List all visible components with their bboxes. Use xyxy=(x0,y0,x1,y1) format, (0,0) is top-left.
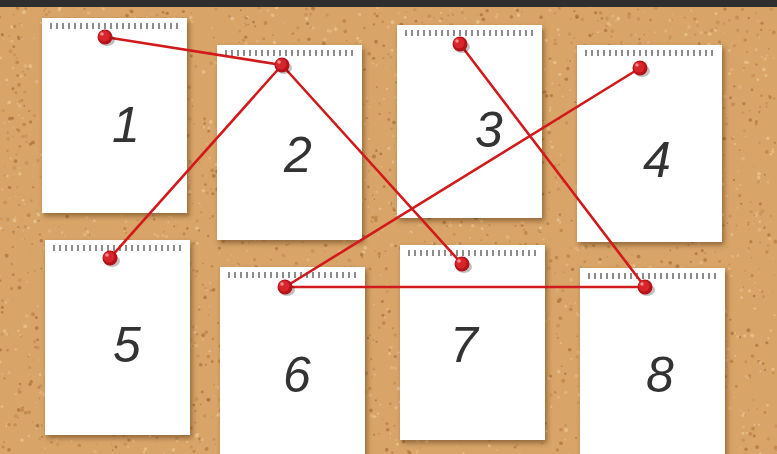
top-bar xyxy=(0,0,777,7)
note-number: 1 xyxy=(112,100,140,150)
push-pin xyxy=(275,58,293,75)
note-number: 6 xyxy=(283,350,311,400)
note-card: 5 xyxy=(45,240,190,435)
red-string xyxy=(460,44,645,287)
push-pin xyxy=(633,61,651,78)
push-pin xyxy=(638,280,656,297)
note-card: 7 xyxy=(400,245,545,440)
red-string xyxy=(285,68,640,287)
note-card: 6 xyxy=(220,267,365,454)
note-number: 2 xyxy=(284,130,312,180)
note-card: 2 xyxy=(217,45,362,240)
red-string xyxy=(282,65,462,264)
push-pin xyxy=(453,37,471,54)
push-pin xyxy=(455,257,473,274)
note-card: 3 xyxy=(397,25,542,218)
red-string xyxy=(105,37,282,65)
push-pin xyxy=(278,280,296,297)
note-number: 3 xyxy=(475,105,503,155)
note-card: 1 xyxy=(42,18,187,213)
red-string xyxy=(285,286,645,289)
red-string xyxy=(110,65,282,258)
note-number: 4 xyxy=(643,135,671,185)
note-card: 8 xyxy=(580,268,725,454)
note-number: 8 xyxy=(646,350,674,400)
note-number: 5 xyxy=(113,320,141,370)
push-pin xyxy=(103,251,121,268)
note-number: 7 xyxy=(450,320,478,370)
note-card: 4 xyxy=(577,45,722,242)
push-pin xyxy=(98,30,116,47)
